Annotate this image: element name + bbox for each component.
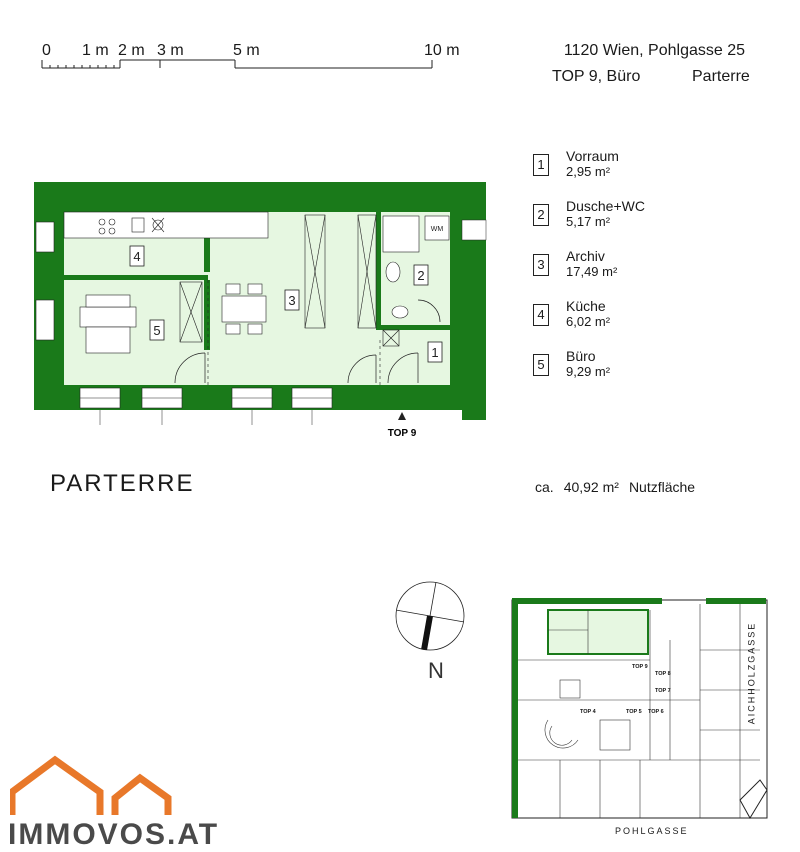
legend-name: Vorraum [566,148,619,164]
compass-north: N [428,658,444,683]
legend-num: 2 [533,204,549,226]
street-pohlgasse: POHLGASSE [615,826,689,836]
plan-room-4: 4 [133,249,140,264]
compass-icon: N [395,581,465,683]
street-aichholzgasse: AICHHOLZGASSE [746,621,757,725]
legend-name: Küche [566,298,606,314]
site-top-8: TOP 8 [655,671,671,677]
scale-label-1m: 1 m [82,42,109,59]
legend-num: 5 [533,354,549,376]
legend-num: 3 [533,254,549,276]
site-top-4: TOP 4 [580,709,597,715]
scale-label-0: 0 [42,42,51,59]
floor-title: PARTERRE [50,470,195,497]
legend-num: 1 [533,154,549,176]
plan-room-2: 2 [417,268,424,283]
site-top-9: TOP 9 [632,664,648,670]
unit-label: TOP 9, Büro [552,68,641,85]
logo-text: IMMOVOS.AT [8,818,220,851]
site-top-6: TOP 6 [648,709,664,715]
scale-ruler [41,59,433,69]
logo-house-icon [10,755,172,815]
floor-label: Parterre [692,68,750,85]
scale-label-10m: 10 m [424,42,460,59]
address-line: 1120 Wien, Pohlgasse 25 [563,42,745,59]
scale-label-2m: 2 m [118,42,145,59]
scale-label-5m: 5 m [233,42,260,59]
legend-area: 6,02 m² [566,314,611,329]
plan-room-5: 5 [153,323,160,338]
legend-name: Büro [566,348,596,364]
site-plan: TOP 9 TOP 8 TOP 7 TOP 4 TOP 5 TOP 6 [511,598,768,819]
total-value: 40,92 m² [563,479,619,495]
scale-label-3m: 3 m [157,42,184,59]
wm-label: WM [431,226,444,233]
total-area: ca. 40,92 m² Nutzfläche [535,479,695,495]
floor-plan: WM TOP 9 1 2 3 4 5 [34,182,487,439]
legend-area: 9,29 m² [566,364,611,379]
total-label: Nutzfläche [628,479,696,495]
legend-area: 17,49 m² [566,264,618,279]
legend-area: 5,17 m² [566,214,611,229]
site-top-7: TOP 7 [655,688,671,694]
legend-name: Archiv [566,248,605,264]
legend-area: 2,95 m² [566,164,611,179]
plan-room-3: 3 [288,293,295,308]
legend-num: 4 [533,304,549,326]
site-top-5: TOP 5 [626,709,642,715]
entrance-label: TOP 9 [388,428,417,439]
legend-name: Dusche+WC [566,198,645,214]
plan-room-1: 1 [431,345,438,360]
total-prefix: ca. [535,479,554,495]
